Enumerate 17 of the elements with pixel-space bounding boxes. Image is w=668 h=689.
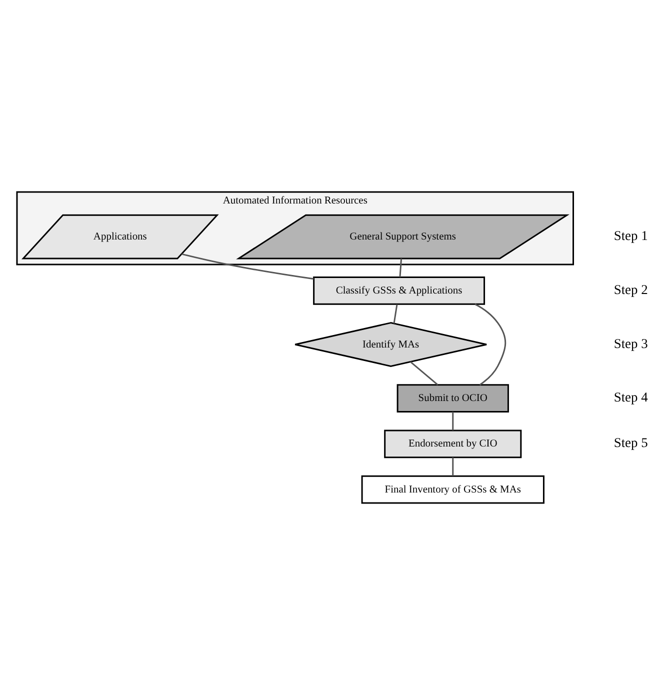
connector [474,304,506,386]
connector [182,253,314,280]
connector [452,412,454,430]
label: Step 4 [614,390,648,405]
label: Step 5 [614,435,648,450]
connector [399,258,402,278]
connector [410,361,438,386]
label: Step 1 [614,228,648,244]
node-box: Final Inventory of GSSs & MAs [361,475,544,504]
node-box: Classify GSSs & Applications [313,276,486,305]
connector [393,304,398,324]
node-diamond: Identify MAs [294,322,488,367]
node-box: Endorsement by CIO [384,430,522,458]
label: Step 2 [614,282,648,297]
node-box: Submit to OCIO [396,384,509,413]
label: Step 3 [614,336,648,351]
connector [452,457,454,476]
